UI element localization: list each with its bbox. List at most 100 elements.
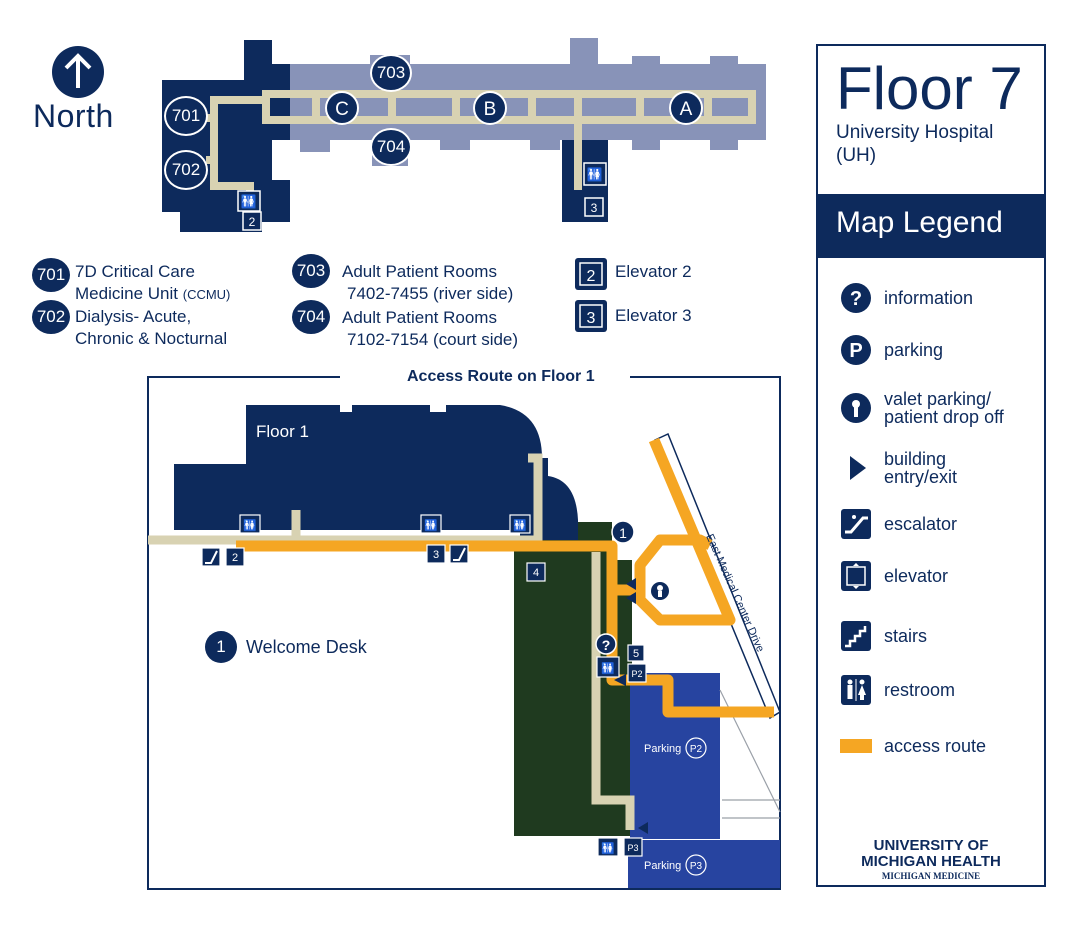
floor-7-elevator-3-icon: 3: [584, 197, 604, 217]
key-703-line2: 7402-7455 (river side): [347, 284, 514, 303]
info-map-icon: ?: [595, 633, 617, 655]
parking-p2-structure: [630, 673, 720, 839]
key-elevator-3-label: Elevator 3: [615, 306, 692, 325]
key-elevator-2-label: Elevator 2: [615, 262, 692, 281]
floor-1-corridors: [148, 453, 635, 830]
legend-panel: Floor 7 University Hospital (UH) Map Leg…: [816, 44, 1046, 887]
floor-7-restroom-east-icon: 🚻: [583, 162, 607, 186]
legend-label-parking: parking: [884, 340, 944, 360]
zone-c-label: C: [335, 99, 349, 120]
floor-7-plan: 🚻 2 🚻 3 C B A: [162, 38, 766, 232]
legend-item-stairs: stairs: [840, 620, 927, 652]
legend-label-escalator: escalator: [884, 514, 958, 534]
f1-elevator-p2-number: P2: [631, 669, 642, 679]
room-701-badge: 701: [164, 96, 208, 136]
f1-elevator-5-number: 5: [633, 648, 639, 660]
floor-7-navy-block: [162, 40, 290, 232]
legend-item-restroom: restroom: [840, 674, 955, 706]
key-702-line2: Chronic & Nocturnal: [75, 329, 228, 348]
legend-item-information: ? information: [840, 282, 973, 314]
legend-item-entry: building entry/exit: [840, 450, 957, 486]
key-703-text: Adult Patient Rooms 7402-7455 (river sid…: [342, 261, 513, 305]
access-map-frame: [147, 376, 781, 890]
brand-line-1: UNIVERSITY OF: [873, 837, 989, 854]
parking-p3-code: P3: [690, 861, 703, 872]
legend-item-parking: P parking: [840, 334, 943, 366]
stairs-icon: [840, 620, 872, 652]
legend-label-valet: valet parking/ patient drop off: [884, 389, 1004, 427]
zone-a-marker: A: [669, 91, 703, 125]
floor-1-elevator-numbers: 2 3 4 5 P2 P3: [232, 549, 643, 853]
zone-b-marker: B: [473, 91, 507, 125]
svg-text:🚻: 🚻: [587, 167, 603, 183]
welcome-desk-badge: 1: [205, 631, 237, 663]
f1-elevator-3-number: 3: [433, 549, 439, 561]
welcome-desk-map-marker: 1: [611, 520, 635, 544]
svg-text:?: ?: [850, 288, 862, 310]
key-703-line1: Adult Patient Rooms: [342, 262, 497, 281]
key-702-text: Dialysis- Acute, Chronic & Nocturnal: [75, 306, 227, 350]
key-702-badge: 702: [32, 300, 70, 334]
restroom-icon: [840, 674, 872, 706]
room-704-badge: 704: [370, 128, 412, 166]
legend-label-information: information: [884, 288, 974, 308]
zone-b-label: B: [484, 99, 497, 120]
floor-1-escalator-icons: [201, 544, 469, 567]
key-elevator-2-number: 2: [587, 268, 596, 285]
legend-header: Map Legend: [836, 206, 1003, 239]
f1-elevator-p3-number: P3: [627, 843, 638, 853]
svg-text:🚻: 🚻: [424, 519, 438, 532]
floor-1-building: [174, 405, 578, 540]
green-wing: [514, 522, 632, 836]
entry-arrow-icon: [840, 452, 872, 484]
svg-text:?: ?: [602, 637, 611, 653]
key-elevator-3-icon: 3: [575, 300, 607, 332]
building-code: (UH): [836, 145, 877, 166]
key-701-line1: 7D Critical Care: [75, 262, 195, 281]
room-703-badge: 703: [370, 54, 412, 92]
floor-7-elevator-2-number: 2: [249, 215, 256, 229]
parking-p3-label: Parking: [644, 860, 681, 872]
legend-label-elevator: elevator: [884, 566, 949, 586]
legend-item-escalator: escalator: [840, 508, 957, 540]
legend-label-restroom: restroom: [884, 680, 956, 700]
entry-arrow-icon-group: [614, 578, 648, 834]
building-name: University Hospital: [836, 122, 994, 143]
access-route-map: 1 ? 🚻 🚻 🚻 🚻 🚻: [147, 376, 781, 890]
legend-item-valet: valet parking/ patient drop off: [840, 390, 1004, 426]
parking-p3-code-badge: P3: [685, 854, 707, 876]
key-701-badge: 701: [32, 258, 70, 292]
floor-1-elevator-icons: [225, 544, 647, 857]
svg-text:P: P: [849, 340, 862, 362]
key-elevator-3-number: 3: [587, 310, 596, 327]
key-701-line2: Medicine Unit: [75, 284, 178, 303]
parking-p2-code: P2: [690, 744, 703, 755]
zone-a-label: A: [680, 99, 693, 120]
svg-text:🚻: 🚻: [241, 194, 257, 210]
parking-icon: P: [840, 334, 872, 366]
legend-item-access-route: access route: [840, 730, 986, 762]
key-704-line2: 7102-7154 (court side): [347, 330, 519, 349]
parking-p2-code-badge: P2: [685, 737, 707, 759]
floor-7-restroom-icon: 🚻: [237, 190, 261, 212]
valet-key-map-icon: [651, 582, 669, 600]
welcome-desk-map-number: 1: [619, 525, 627, 541]
key-704-badge: 704: [292, 300, 330, 334]
f1-elevator-4-number: 4: [533, 567, 539, 579]
legend-label-access-route: access route: [884, 736, 987, 756]
key-701-line2-small: (CCMU): [182, 287, 231, 302]
floor-1-restroom-icons: [239, 514, 620, 857]
parking-p2-label: Parking: [644, 743, 681, 755]
floor-title: Floor 7: [836, 55, 1023, 122]
floor-7-elevator-2-icon: 2: [242, 211, 262, 231]
welcome-desk-label: Welcome Desk: [246, 637, 367, 657]
svg-text:🚻: 🚻: [601, 662, 615, 675]
legend-header-bar: Map Legend: [818, 194, 1044, 258]
access-route-title: Access Route on Floor 1: [407, 368, 595, 385]
elevator-icon: [840, 560, 872, 592]
north-arrow-icon: [64, 53, 92, 88]
zone-c-marker: C: [325, 91, 359, 125]
brand-line-2: MICHIGAN HEALTH: [861, 853, 1001, 870]
room-702-badge: 702: [164, 150, 208, 190]
